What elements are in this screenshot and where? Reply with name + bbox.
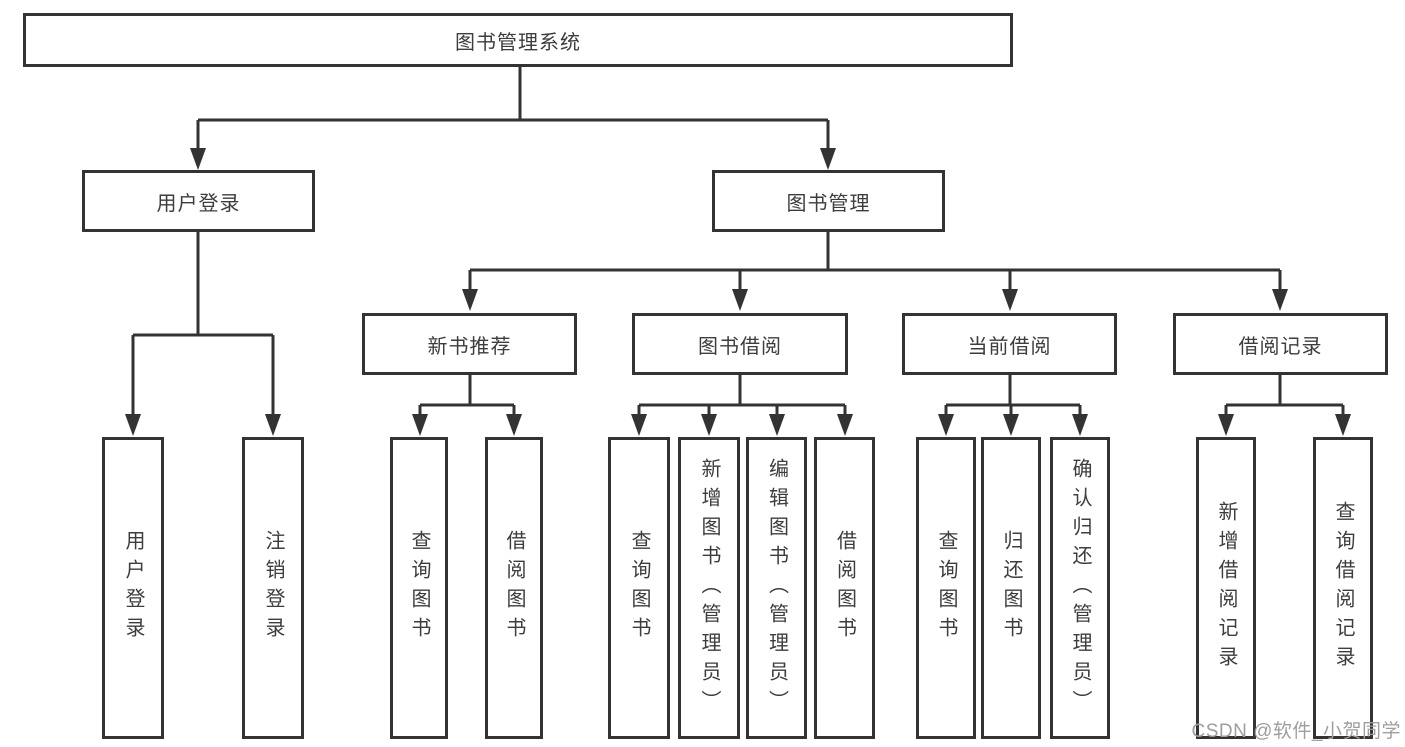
node-label: 图书管理系统 bbox=[455, 31, 581, 54]
node-label: 用户登录 bbox=[156, 192, 241, 215]
leaf-confirm-return-admin: 确认归还（管理员） bbox=[1050, 437, 1110, 739]
leaf-query-borrow-record: 查询借阅记录 bbox=[1313, 437, 1373, 739]
node-label: 新增借阅记录 bbox=[1215, 501, 1237, 675]
node-new-book-recommend: 新书推荐 bbox=[362, 313, 577, 375]
node-label: 借阅记录 bbox=[1238, 335, 1323, 358]
leaf-edit-books-admin: 编辑图书（管理员） bbox=[746, 437, 807, 739]
node-current-borrow: 当前借阅 bbox=[902, 313, 1117, 375]
leaf-add-books-admin: 新增图书（管理员） bbox=[678, 437, 740, 739]
leaf-borrow-books: 借阅图书 bbox=[814, 437, 875, 739]
node-label: 借阅图书 bbox=[833, 530, 856, 646]
node-label: 借阅图书 bbox=[503, 530, 525, 646]
leaf-borrow-books-recommend: 借阅图书 bbox=[485, 437, 543, 739]
node-label: 归还图书 bbox=[1000, 530, 1022, 646]
node-label: 注销登录 bbox=[262, 530, 284, 646]
node-label: 图书借阅 bbox=[698, 335, 782, 358]
node-label: 新增图书（管理员） bbox=[698, 457, 720, 719]
leaf-query-books-borrow: 查询图书 bbox=[608, 437, 670, 739]
node-label: 查询图书 bbox=[935, 530, 957, 646]
node-label: 图书管理 bbox=[786, 192, 871, 215]
node-label: 查询图书 bbox=[408, 530, 430, 646]
leaf-user-login: 用户登录 bbox=[102, 437, 164, 739]
node-label: 查询借阅记录 bbox=[1332, 501, 1354, 675]
csdn-watermark: CSDN @软件_小贺同学 bbox=[1191, 721, 1401, 742]
leaf-query-books-current: 查询图书 bbox=[916, 437, 976, 739]
leaf-logout: 注销登录 bbox=[242, 437, 304, 739]
leaf-query-books-recommend: 查询图书 bbox=[390, 437, 448, 739]
node-label: 新书推荐 bbox=[427, 335, 512, 358]
leaf-return-books: 归还图书 bbox=[981, 437, 1041, 739]
node-book-borrow: 图书借阅 bbox=[632, 313, 848, 375]
node-label: 当前借阅 bbox=[967, 335, 1052, 358]
node-system-root: 图书管理系统 bbox=[23, 13, 1013, 67]
leaf-add-borrow-record: 新增借阅记录 bbox=[1196, 437, 1256, 739]
node-label: 查询图书 bbox=[628, 530, 650, 646]
node-label: 编辑图书（管理员） bbox=[765, 457, 788, 719]
node-label: 用户登录 bbox=[122, 530, 144, 646]
node-book-management: 图书管理 bbox=[712, 170, 945, 232]
node-user-login: 用户登录 bbox=[82, 170, 315, 232]
node-label: 确认归还（管理员） bbox=[1069, 457, 1091, 719]
node-borrow-records: 借阅记录 bbox=[1173, 313, 1388, 375]
